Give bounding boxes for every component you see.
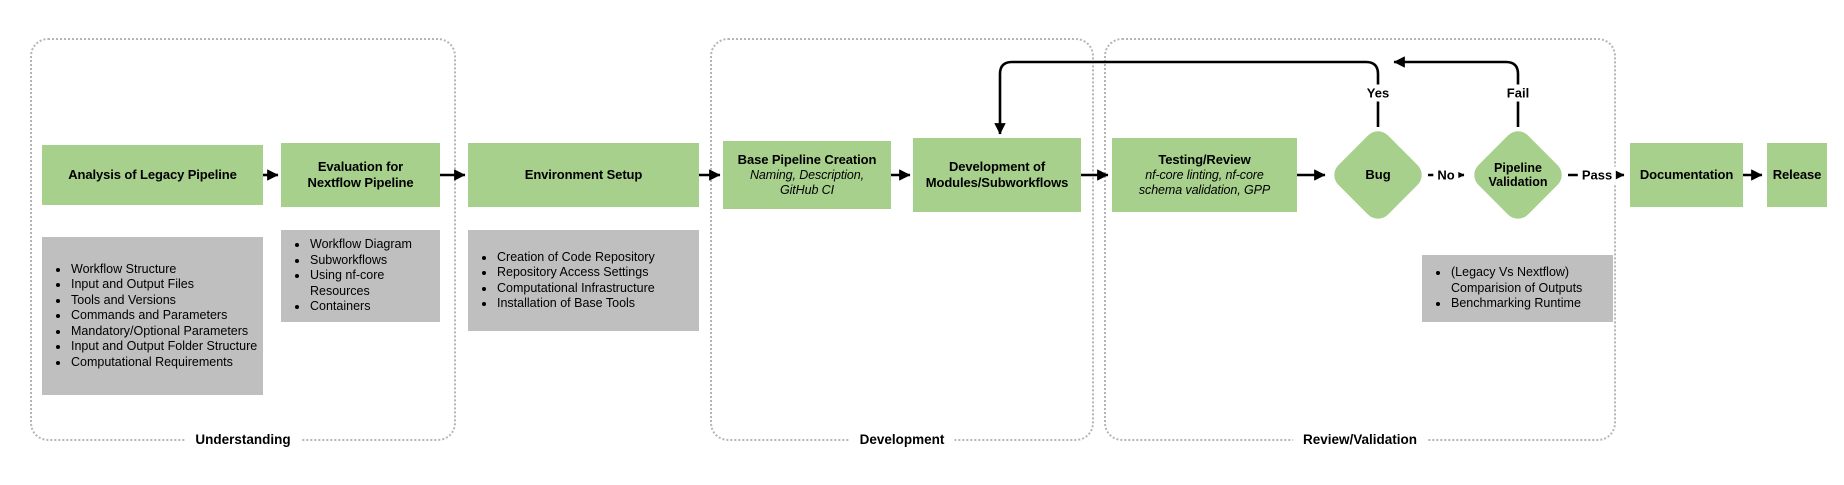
node-subtitle: Naming, Description, GitHub CI bbox=[749, 167, 865, 197]
group-review-validation: Review/Validation bbox=[1104, 38, 1616, 449]
note-item: Computational Infrastructure bbox=[496, 281, 655, 297]
note-item: Tools and Versions bbox=[70, 293, 257, 309]
decision-bug-label: Bug bbox=[1365, 166, 1391, 182]
edge-label-no: No bbox=[1433, 166, 1459, 184]
note-item: (Legacy Vs Nextflow) Comparision of Outp… bbox=[1450, 265, 1582, 296]
notes-environment-setup: Creation of Code Repository Repository A… bbox=[468, 230, 699, 331]
group-label-understanding: Understanding bbox=[185, 431, 301, 449]
note-item: Installation of Base Tools bbox=[496, 296, 655, 312]
node-title: Release bbox=[1772, 167, 1822, 183]
note-item: Input and Output Files bbox=[70, 277, 257, 293]
node-title: Evaluation for Nextflow Pipeline bbox=[307, 159, 414, 190]
node-environment-setup: Environment Setup bbox=[468, 143, 699, 207]
node-base-pipeline-creation: Base Pipeline Creation Naming, Descripti… bbox=[723, 141, 891, 209]
notes-pipeline-validation: (Legacy Vs Nextflow) Comparision of Outp… bbox=[1422, 255, 1613, 322]
decision-pipeline-validation-label: Pipeline Validation bbox=[1488, 160, 1548, 189]
node-analysis-legacy-pipeline: Analysis of Legacy Pipeline bbox=[42, 145, 263, 205]
node-title: Environment Setup bbox=[524, 167, 643, 183]
note-item: Repository Access Settings bbox=[496, 265, 655, 281]
node-title: Development of Modules/Subworkflows bbox=[925, 159, 1069, 190]
edge-label-fail: Fail bbox=[1502, 84, 1534, 102]
group-label-review-validation: Review/Validation bbox=[1292, 431, 1428, 449]
node-title: Documentation bbox=[1639, 167, 1734, 183]
note-item: Workflow Diagram bbox=[309, 237, 440, 253]
note-item: Commands and Parameters bbox=[70, 308, 257, 324]
notes-list: Workflow Diagram Subworkflows Using nf-c… bbox=[281, 237, 440, 315]
notes-evaluation: Workflow Diagram Subworkflows Using nf-c… bbox=[281, 230, 440, 322]
note-item: Workflow Structure bbox=[70, 262, 257, 278]
group-development: Development bbox=[710, 38, 1094, 449]
node-subtitle: nf-core linting, nf-core schema validati… bbox=[1138, 167, 1271, 197]
note-item: Creation of Code Repository bbox=[496, 250, 655, 266]
notes-list: (Legacy Vs Nextflow) Comparision of Outp… bbox=[1422, 265, 1582, 312]
node-title: Base Pipeline Creation bbox=[737, 152, 877, 168]
note-item: Containers bbox=[309, 299, 440, 315]
group-label-development: Development bbox=[849, 431, 955, 449]
node-evaluation-nextflow: Evaluation for Nextflow Pipeline bbox=[281, 143, 440, 207]
note-item: Input and Output Folder Structure bbox=[70, 339, 257, 355]
notes-analysis-legacy: Workflow Structure Input and Output File… bbox=[42, 237, 263, 395]
node-testing-review: Testing/Review nf-core linting, nf-core … bbox=[1112, 138, 1297, 212]
notes-list: Workflow Structure Input and Output File… bbox=[42, 262, 257, 371]
edge-label-pass: Pass bbox=[1577, 166, 1617, 184]
node-title: Testing/Review bbox=[1158, 152, 1251, 168]
notes-list: Creation of Code Repository Repository A… bbox=[468, 250, 655, 312]
node-documentation: Documentation bbox=[1630, 143, 1743, 207]
note-item: Mandatory/Optional Parameters bbox=[70, 324, 257, 340]
note-item: Using nf-core Resources bbox=[309, 268, 440, 299]
edge-label-yes: Yes bbox=[1362, 84, 1394, 102]
node-development-modules: Development of Modules/Subworkflows bbox=[913, 138, 1081, 212]
node-title: Analysis of Legacy Pipeline bbox=[68, 167, 237, 183]
node-release: Release bbox=[1767, 143, 1827, 207]
note-item: Benchmarking Runtime bbox=[1450, 296, 1582, 312]
note-item: Subworkflows bbox=[309, 253, 440, 269]
group-understanding: Understanding bbox=[30, 38, 456, 449]
note-item: Computational Requirements bbox=[70, 355, 257, 371]
